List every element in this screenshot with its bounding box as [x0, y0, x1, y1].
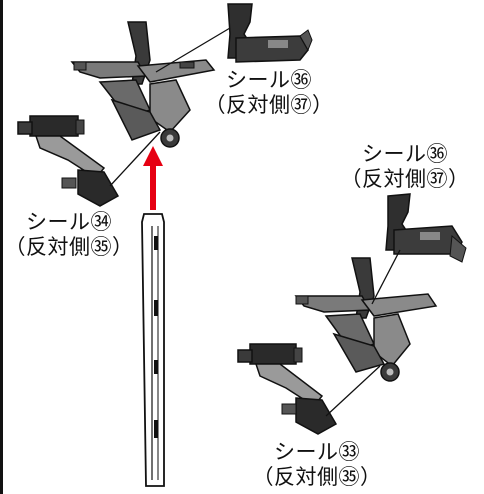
bracket-part-right	[385, 193, 467, 263]
x-frame-part-right	[294, 257, 438, 382]
label-top-right: シール㊱ （反対側㊲）	[204, 68, 334, 118]
leader-line-left	[109, 131, 161, 187]
label-left: シール㉞ （反対側㉟）	[4, 210, 134, 260]
label-right: シール㊱ （反対側㊲）	[340, 142, 470, 192]
seal-number-label: シール㉝	[274, 440, 360, 464]
opposite-side-label: （反対側㊲）	[340, 167, 470, 191]
opposite-side-label: （反対側㉟）	[252, 465, 382, 489]
leader-line-right	[371, 249, 401, 305]
opposite-side-label: （反対側㉟）	[4, 235, 134, 259]
leader-line-top	[155, 27, 231, 73]
seal-number-label: シール㊱	[226, 68, 312, 92]
x-frame-part-top	[70, 21, 216, 148]
seal-number-label: シール㊱	[362, 142, 448, 166]
assembly-arrow	[143, 146, 163, 210]
arm-part-right	[237, 343, 338, 435]
bracket-part-top	[227, 3, 313, 63]
rail-part	[141, 213, 165, 487]
opposite-side-label: （反対側㊲）	[204, 93, 334, 117]
arm-part-left	[17, 115, 120, 207]
left-border	[0, 0, 3, 494]
seal-number-label: シール㉞	[26, 210, 112, 234]
label-bottom: シール㉝ （反対側㉟）	[252, 440, 382, 490]
leader-line-bottom	[325, 365, 381, 417]
